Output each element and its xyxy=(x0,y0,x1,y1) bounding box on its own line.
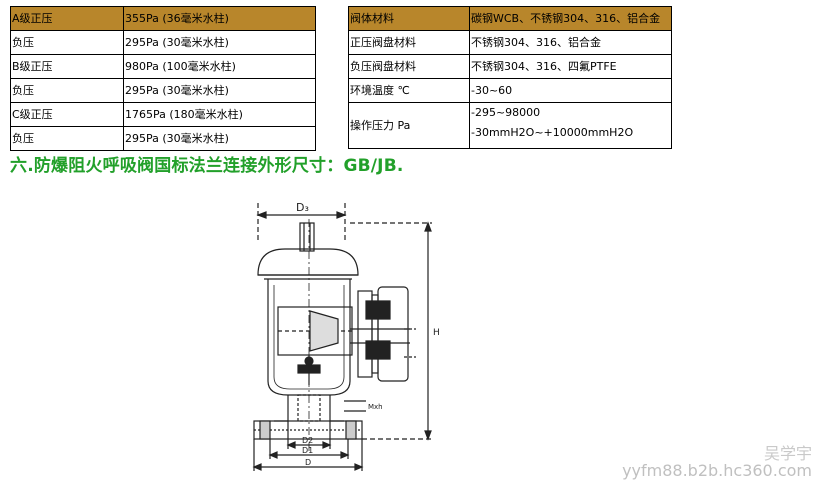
label-d3: D₃ xyxy=(296,201,309,214)
watermark-site: yyfm88.b2b.hc360.com xyxy=(622,461,812,480)
table-row: 环境温度 ℃ -30~60 xyxy=(348,78,672,103)
cell-value: 不锈钢304、316、四氟PTFE xyxy=(469,54,672,79)
table-row: 负压 295Pa (30毫米水柱) xyxy=(10,78,316,103)
cell-label: C级正压 xyxy=(10,102,124,127)
cell-value: 980Pa (100毫米水柱) xyxy=(123,54,316,79)
table-row: 负压 295Pa (30毫米水柱) xyxy=(10,126,316,151)
cell-label: 负压 xyxy=(10,78,124,103)
cell-label: 正压阀盘材料 xyxy=(348,30,470,55)
cell-value: 295Pa (30毫米水柱) xyxy=(123,78,316,103)
watermark-name: 吴学宇 xyxy=(763,444,812,463)
material-spec-table: 阀体材料 碳钢WCB、不锈钢304、316、铝合金 正压阀盘材料 不锈钢304、… xyxy=(348,6,672,149)
table-row: 阀体材料 碳钢WCB、不锈钢304、316、铝合金 xyxy=(348,6,672,31)
section-heading: 六.防爆阻火呼吸阀国标法兰连接外形尺寸：GB/JB. xyxy=(10,156,404,176)
label-d2: D2 xyxy=(302,436,313,445)
cell-label: 阀体材料 xyxy=(348,6,470,31)
cell-value: 295Pa (30毫米水柱) xyxy=(123,30,316,55)
table-row: 正压阀盘材料 不锈钢304、316、铝合金 xyxy=(348,30,672,55)
cell-value: -30~60 xyxy=(469,78,672,103)
cell-value: 碳钢WCB、不锈钢304、316、铝合金 xyxy=(469,6,672,31)
cell-label: 负压 xyxy=(10,30,124,55)
label-mxh: Mxh xyxy=(368,403,383,411)
cell-label: A级正压 xyxy=(10,6,124,31)
table-row: B级正压 980Pa (100毫米水柱) xyxy=(10,54,316,79)
table-row: C级正压 1765Pa (180毫米水柱) xyxy=(10,102,316,127)
table-row: 操作压力 Pa -295~98000 -30mmH2O~+10000mmH2O xyxy=(348,102,672,149)
label-d1: D1 xyxy=(302,446,313,455)
table-row: 负压阀盘材料 不锈钢304、316、四氟PTFE xyxy=(348,54,672,79)
table-row: 负压 295Pa (30毫米水柱) xyxy=(10,30,316,55)
cell-label: B级正压 xyxy=(10,54,124,79)
cell-label: 操作压力 Pa xyxy=(348,102,470,149)
cell-label: 负压 xyxy=(10,126,124,151)
cell-value: 355Pa (36毫米水柱) xyxy=(123,6,316,31)
cell-value: 1765Pa (180毫米水柱) xyxy=(123,102,316,127)
valve-dimension-drawing: D₃ H Mxh D2 D1 D xyxy=(252,201,440,471)
cell-label: 负压阀盘材料 xyxy=(348,54,470,79)
cell-value: 不锈钢304、316、铝合金 xyxy=(469,30,672,55)
cell-value-line: -30mmH2O~+10000mmH2O xyxy=(471,126,634,139)
pressure-spec-table: A级正压 355Pa (36毫米水柱) 负压 295Pa (30毫米水柱) B级… xyxy=(10,6,316,151)
cell-value: -295~98000 -30mmH2O~+10000mmH2O xyxy=(469,102,672,149)
cell-value: 295Pa (30毫米水柱) xyxy=(123,126,316,151)
table-row: A级正压 355Pa (36毫米水柱) xyxy=(10,6,316,31)
label-h: H xyxy=(433,328,440,338)
cell-label: 环境温度 ℃ xyxy=(348,78,470,103)
label-d: D xyxy=(305,458,311,467)
cell-value-line: -295~98000 xyxy=(471,106,541,119)
